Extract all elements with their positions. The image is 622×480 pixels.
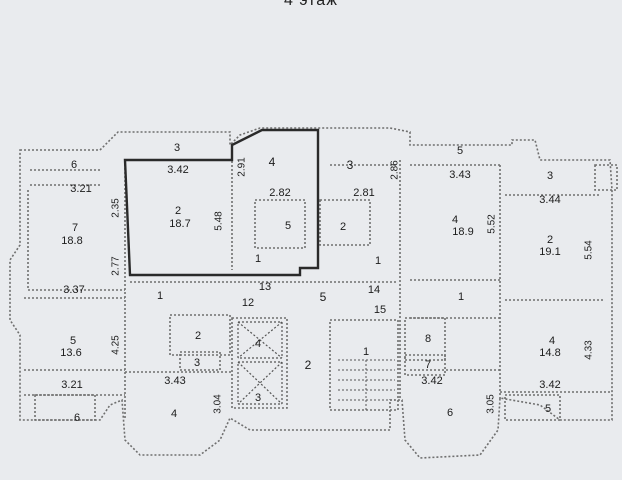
stairs — [338, 359, 395, 410]
area-label: 18.7 — [169, 218, 190, 230]
room-label: 5 — [285, 220, 291, 232]
area-label: 14.8 — [539, 347, 560, 359]
room-label: 3 — [255, 392, 261, 404]
wall-line — [594, 164, 618, 191]
room-label: 5 — [320, 290, 327, 304]
area-label: 19.1 — [539, 246, 560, 258]
area-label: 18.9 — [452, 226, 473, 238]
dimension-label: 5.48 — [214, 211, 225, 231]
room-label: 8 — [425, 333, 431, 345]
dimension-label: 3.44 — [539, 194, 560, 206]
dimension-label: 3.04 — [213, 394, 224, 414]
room-label: 3 — [174, 142, 180, 154]
elevator-shafts — [237, 321, 283, 405]
room-label: 2 — [340, 221, 346, 233]
room-label: 4 — [549, 335, 555, 347]
room-label: 1 — [375, 255, 381, 267]
room-label: 4 — [269, 155, 276, 169]
dimension-label: 3.42 — [421, 375, 442, 387]
room-label: 2 — [547, 234, 553, 246]
wall-line — [404, 317, 446, 361]
elevator-shaft — [237, 361, 283, 405]
dimension-label: 3.43 — [164, 375, 185, 387]
room-label: 6 — [447, 407, 453, 419]
dimension-label: 3.37 — [63, 284, 84, 296]
room-label: 2 — [195, 330, 201, 342]
room-label: 13 — [259, 281, 271, 293]
room-label: 1 — [157, 290, 163, 302]
dimension-label: 2.91 — [237, 157, 248, 177]
room-label: 1 — [255, 253, 261, 265]
room-label: 1 — [363, 346, 369, 358]
wall-line — [231, 317, 288, 409]
room-label: 6 — [74, 412, 80, 424]
dimension-label: 5.52 — [487, 214, 498, 234]
dimension-label: 4.33 — [584, 340, 595, 360]
room-label: 3 — [194, 357, 200, 369]
room-label: 5 — [457, 145, 463, 157]
elevator-shaft — [237, 321, 283, 359]
dimension-label: 2.77 — [111, 256, 122, 276]
wall-line — [179, 351, 221, 371]
area-label: 13.6 — [60, 347, 81, 359]
dimension-label: 3.42 — [539, 379, 560, 391]
wall-line — [504, 394, 561, 421]
room-label: 4 — [452, 214, 458, 226]
wall-line — [254, 199, 306, 249]
room-label: 7 — [425, 359, 431, 371]
elevator-cross — [237, 321, 283, 359]
dimension-label: 5.54 — [584, 240, 595, 260]
room-label: 3 — [547, 170, 553, 182]
dimension-label: 3.43 — [449, 169, 470, 181]
room-label: 5 — [545, 403, 551, 415]
room-label: 4 — [171, 408, 177, 420]
room-label: 5 — [70, 335, 76, 347]
room-label: 1 — [458, 291, 464, 303]
dimension-label: 3.05 — [486, 394, 497, 414]
room-label: 2 — [305, 358, 312, 372]
dimension-label: 2.81 — [353, 187, 374, 199]
floor-title: 4 этаж — [284, 0, 338, 9]
outer-wall — [9, 127, 613, 459]
dimension-label: 2.35 — [111, 198, 122, 218]
area-label: 18.8 — [61, 235, 82, 247]
labels: 3 3.42 2.91 4 3 2.86 5 3.43 3 3.44 6 3.2… — [60, 142, 594, 424]
dimension-label: 2.86 — [390, 160, 401, 180]
dimension-label: 3.42 — [167, 164, 188, 176]
dimension-label: 3.21 — [61, 379, 82, 391]
wall-line — [319, 199, 371, 246]
wall-line — [404, 354, 446, 376]
dimension-label: 3.21 — [70, 183, 91, 195]
wall-line — [169, 314, 231, 356]
dimension-label: 4.25 — [111, 335, 122, 355]
room-label: 7 — [72, 222, 78, 234]
highlighted-apartment-outline — [123, 128, 320, 277]
wall-line — [34, 394, 96, 421]
room-label: 2 — [175, 205, 181, 217]
room-label: 6 — [71, 159, 77, 171]
dimension-label: 2.82 — [269, 187, 290, 199]
walls — [9, 127, 618, 459]
room-label: 14 — [368, 284, 380, 296]
wall-line — [329, 319, 399, 411]
room-label: 4 — [255, 338, 261, 350]
room-label: 3 — [347, 158, 354, 172]
room-label: 15 — [374, 304, 386, 316]
room-label: 12 — [242, 297, 254, 309]
